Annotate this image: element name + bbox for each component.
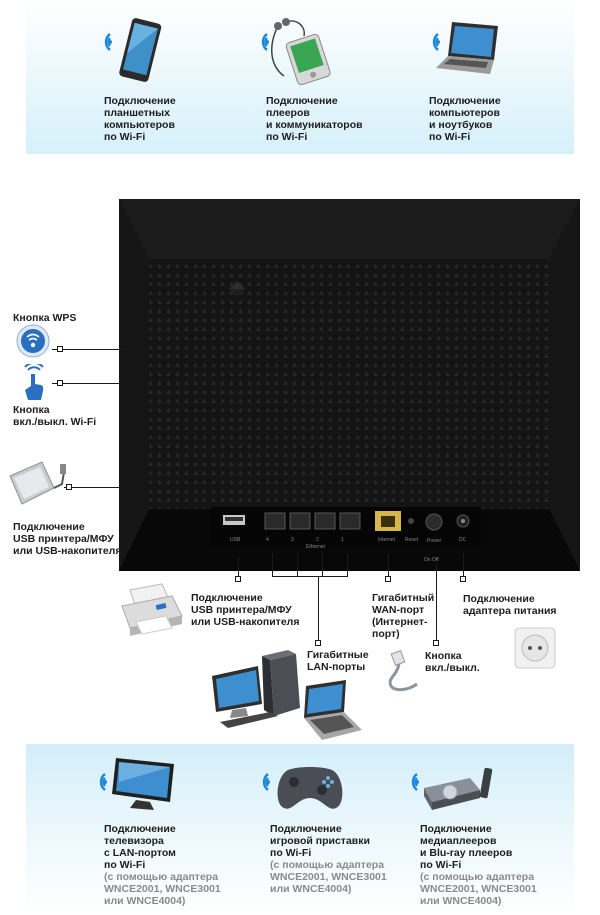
wps-leader-line — [52, 349, 125, 351]
wifi-signal-icon — [99, 773, 107, 791]
laptop-icon — [436, 22, 498, 74]
wifi-signal-icon — [432, 33, 440, 51]
internet-label: Internet — [378, 537, 395, 543]
lan-bracket-line — [272, 576, 348, 578]
lan-port[interactable] — [289, 512, 311, 530]
dc-label: DC — [459, 537, 467, 543]
tv-icon — [112, 758, 174, 810]
lan-leader-line — [318, 576, 320, 644]
usb-side-leader-line — [64, 487, 125, 489]
usb-port-leader-line — [238, 557, 240, 582]
gamepad-icon — [277, 767, 343, 809]
lan-port-2-label: 2 — [316, 537, 319, 543]
lan-bracket-line — [322, 553, 324, 576]
wifi-signal-icon — [104, 33, 112, 51]
lan-port[interactable] — [339, 512, 361, 530]
router-back-panel — [119, 199, 580, 571]
reset-button[interactable] — [408, 518, 414, 524]
wifi-signal-icon — [262, 773, 270, 791]
wifi-toggle-leader-marker — [57, 380, 63, 386]
dc-leader-line — [463, 553, 465, 582]
usb-side-leader-marker — [66, 484, 72, 490]
wps-leader-marker — [57, 346, 63, 352]
lan-port-3-label: 3 — [291, 537, 294, 543]
ethernet-cable-icon — [388, 650, 418, 692]
power-label: Power — [427, 538, 442, 544]
power-button[interactable] — [425, 513, 443, 531]
reset-label: Reset — [405, 537, 419, 543]
media-player-icon — [271, 18, 331, 86]
lan-port[interactable] — [264, 512, 286, 530]
wifi-toggle-leader-line — [52, 383, 125, 385]
desktop-and-laptop-icon — [212, 650, 362, 740]
usb-port-leader-marker — [235, 576, 241, 582]
usb-port-label: USB — [230, 537, 241, 543]
dc-leader-marker — [460, 576, 466, 582]
wan-leader-line — [388, 553, 390, 582]
bluray-player-icon — [424, 767, 493, 810]
wps-button-icon[interactable] — [16, 324, 50, 358]
ethernet-label: Ethernet — [306, 544, 325, 550]
wifi-signal-icon — [261, 33, 269, 51]
lan-bracket-line — [297, 553, 299, 576]
wifi-signal-icon — [411, 773, 419, 791]
power-button-leader-marker — [433, 640, 439, 646]
lan-port-4-label: 4 — [266, 537, 269, 543]
power-outlet-icon — [514, 627, 556, 669]
wps-button-label: Кнопка WPS — [13, 312, 77, 324]
lan-bracket-line — [272, 553, 274, 576]
wifi-toggle-button-icon[interactable] — [16, 364, 52, 402]
on-off-label: On Off — [424, 557, 439, 563]
lan-port[interactable] — [314, 512, 336, 530]
wan-leader-marker — [385, 576, 391, 582]
usb-drive-icon — [9, 461, 66, 505]
lan-bracket-line — [347, 553, 349, 576]
lan-leader-marker — [315, 640, 321, 646]
power-button-leader-line — [436, 562, 438, 644]
lan-port-1-label: 1 — [341, 537, 344, 543]
tablet-icon — [119, 18, 162, 82]
printer-icon — [121, 583, 183, 636]
